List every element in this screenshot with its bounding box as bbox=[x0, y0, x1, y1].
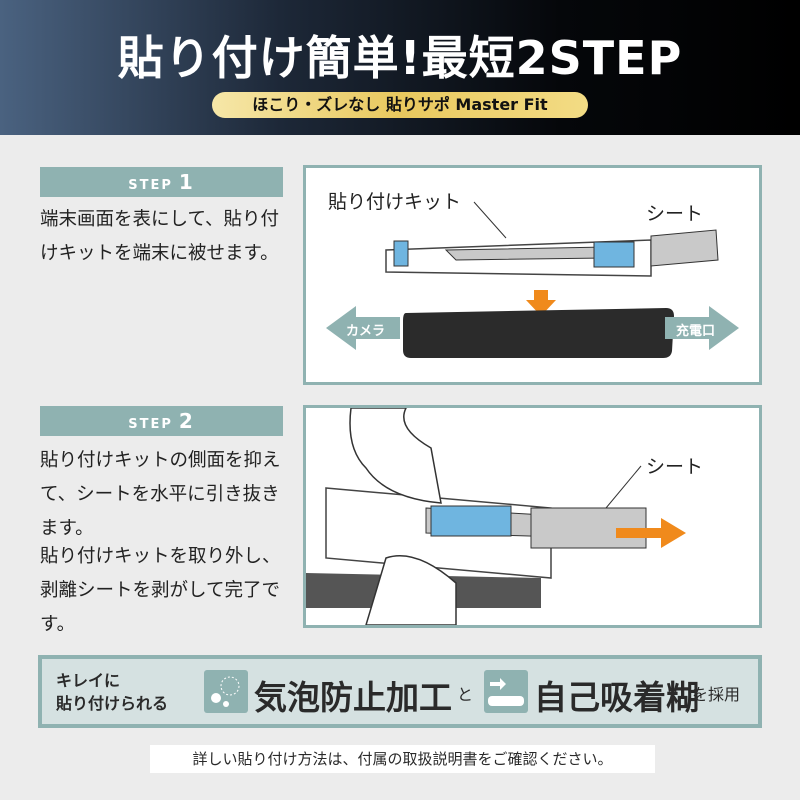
step2-text: 貼り付けキットの側面を抑えて、シートを水平に引き抜きます。 bbox=[40, 450, 281, 539]
subtitle-badge: ほこり・ズレなし 貼りサポ Master Fit bbox=[212, 92, 588, 118]
feature-band: キレイに 貼り付けられる 気泡防止加工 と 自己吸着糊 を採用 bbox=[38, 655, 762, 728]
sheet-label: シート bbox=[646, 456, 703, 478]
step2-label: STEP 2 bbox=[40, 406, 283, 436]
header-banner: 貼り付け簡単!最短2STEP ほこり・ズレなし 貼りサポ Master Fit bbox=[0, 0, 800, 135]
feature-lead2: 貼り付けられる bbox=[56, 694, 169, 713]
step1-label: STEP 1 bbox=[40, 167, 283, 197]
step2-text2: 貼り付けキットを取り外し、剥離シートを剥がして完了です。 bbox=[40, 546, 281, 635]
charge-port-label: 充電口 bbox=[676, 323, 715, 339]
instruction-note: 詳しい貼り付け方法は、付属の取扱説明書をご確認ください。 bbox=[150, 745, 655, 773]
page-title: 貼り付け簡単!最短2STEP bbox=[117, 31, 683, 85]
self-adhesive-icon bbox=[484, 670, 528, 713]
suffix-text: を採用 bbox=[692, 685, 741, 704]
sheet-label: シート bbox=[646, 203, 703, 225]
step-number: 2 bbox=[178, 409, 195, 433]
step-word: STEP bbox=[128, 417, 173, 432]
step-word: STEP bbox=[128, 178, 173, 193]
bubble-icon bbox=[204, 670, 248, 713]
step2-illustration: シート bbox=[303, 405, 762, 628]
feature-lead: キレイに bbox=[56, 671, 121, 690]
step1-text: 端末画面を表にして、貼り付けキットを端末に被せます。 bbox=[40, 209, 280, 264]
feature-bubble-prevention: 気泡防止加工 bbox=[254, 678, 452, 717]
feature-self-adhesive: 自己吸着糊 bbox=[534, 678, 699, 717]
step1-illustration: 貼り付けキット シート カメラ 充電口 bbox=[303, 165, 762, 385]
joiner-text: と bbox=[457, 685, 474, 704]
step-number: 1 bbox=[178, 170, 195, 194]
kit-label: 貼り付けキット bbox=[328, 191, 461, 213]
camera-label: カメラ bbox=[346, 324, 385, 339]
